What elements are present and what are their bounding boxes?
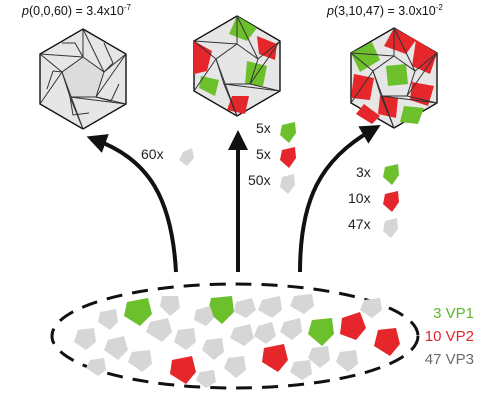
count-right-vp2: 10x — [348, 190, 371, 206]
pool-subunits — [74, 294, 400, 388]
count-left-vp3: 60x — [141, 146, 164, 162]
count-middle-vp2: 5x — [256, 146, 271, 162]
pentagon-subunit-icon — [383, 164, 399, 185]
legend-vp3: 47 VP3 — [424, 351, 474, 368]
count-right-vp3: 47x — [348, 216, 371, 232]
pentagon-subunit-icon — [170, 356, 196, 384]
pentagon-subunit-icon — [179, 148, 194, 166]
count-middle-vp3: 50x — [248, 172, 271, 188]
pentagon-subunit-icon — [374, 328, 400, 356]
pentagon-subunit-icon — [308, 318, 334, 346]
count-icons — [179, 122, 399, 238]
pentagon-subunit-icon — [280, 122, 296, 143]
pentagon-subunit-icon — [340, 312, 366, 340]
pentagon-subunit-icon — [208, 296, 234, 324]
capsid-all-vp3 — [39, 28, 127, 130]
count-right-vp1: 3x — [356, 164, 371, 180]
arrow-to-right-capsid — [298, 124, 381, 273]
legend-vp1: 3 VP1 — [433, 305, 474, 322]
capsid-mixed-many — [350, 27, 438, 129]
probability-left: p(0,0,60) = 3.4x10-7 — [22, 3, 131, 19]
pentagon-subunit-icon — [383, 218, 398, 238]
count-middle-vp1: 5x — [256, 120, 271, 136]
pentagon-subunit-icon — [280, 174, 295, 194]
subunit-pool — [50, 282, 420, 390]
pentagon-subunit-icon — [280, 147, 296, 168]
pentagon-subunit-icon — [124, 298, 152, 326]
probability-right: p(3,10,47) = 3.0x10-2 — [327, 3, 443, 19]
pentagon-subunit-icon — [262, 344, 288, 372]
capsid-mixed-few — [193, 15, 281, 117]
legend-vp2: 10 VP2 — [424, 328, 474, 345]
pentagon-subunit-icon — [383, 191, 399, 212]
arrow-to-left-capsid — [86, 134, 178, 273]
